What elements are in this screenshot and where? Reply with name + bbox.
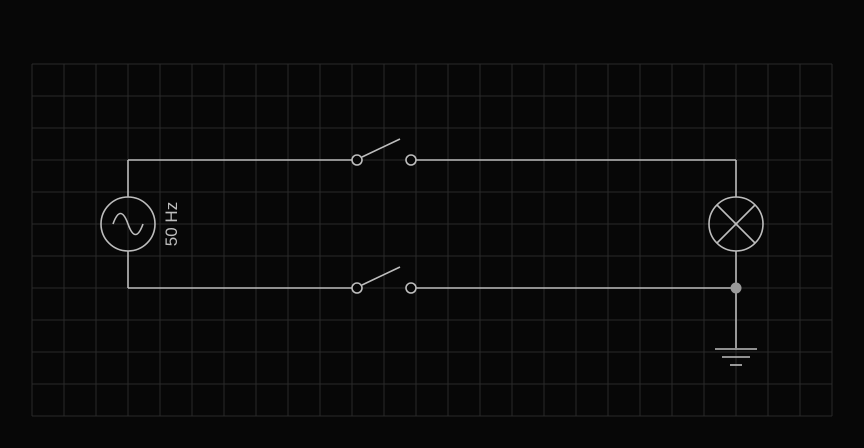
wires (127, 159, 737, 348)
junction-dot-icon (730, 282, 742, 294)
top-switch-icon[interactable] (351, 138, 417, 166)
grid (31, 63, 833, 417)
source-frequency-label: 50 Hz (162, 202, 181, 246)
bottom-switch-icon[interactable] (351, 266, 417, 294)
lamp-icon[interactable] (708, 196, 764, 252)
ac-source-icon[interactable] (100, 196, 156, 252)
ground-icon (715, 348, 757, 366)
